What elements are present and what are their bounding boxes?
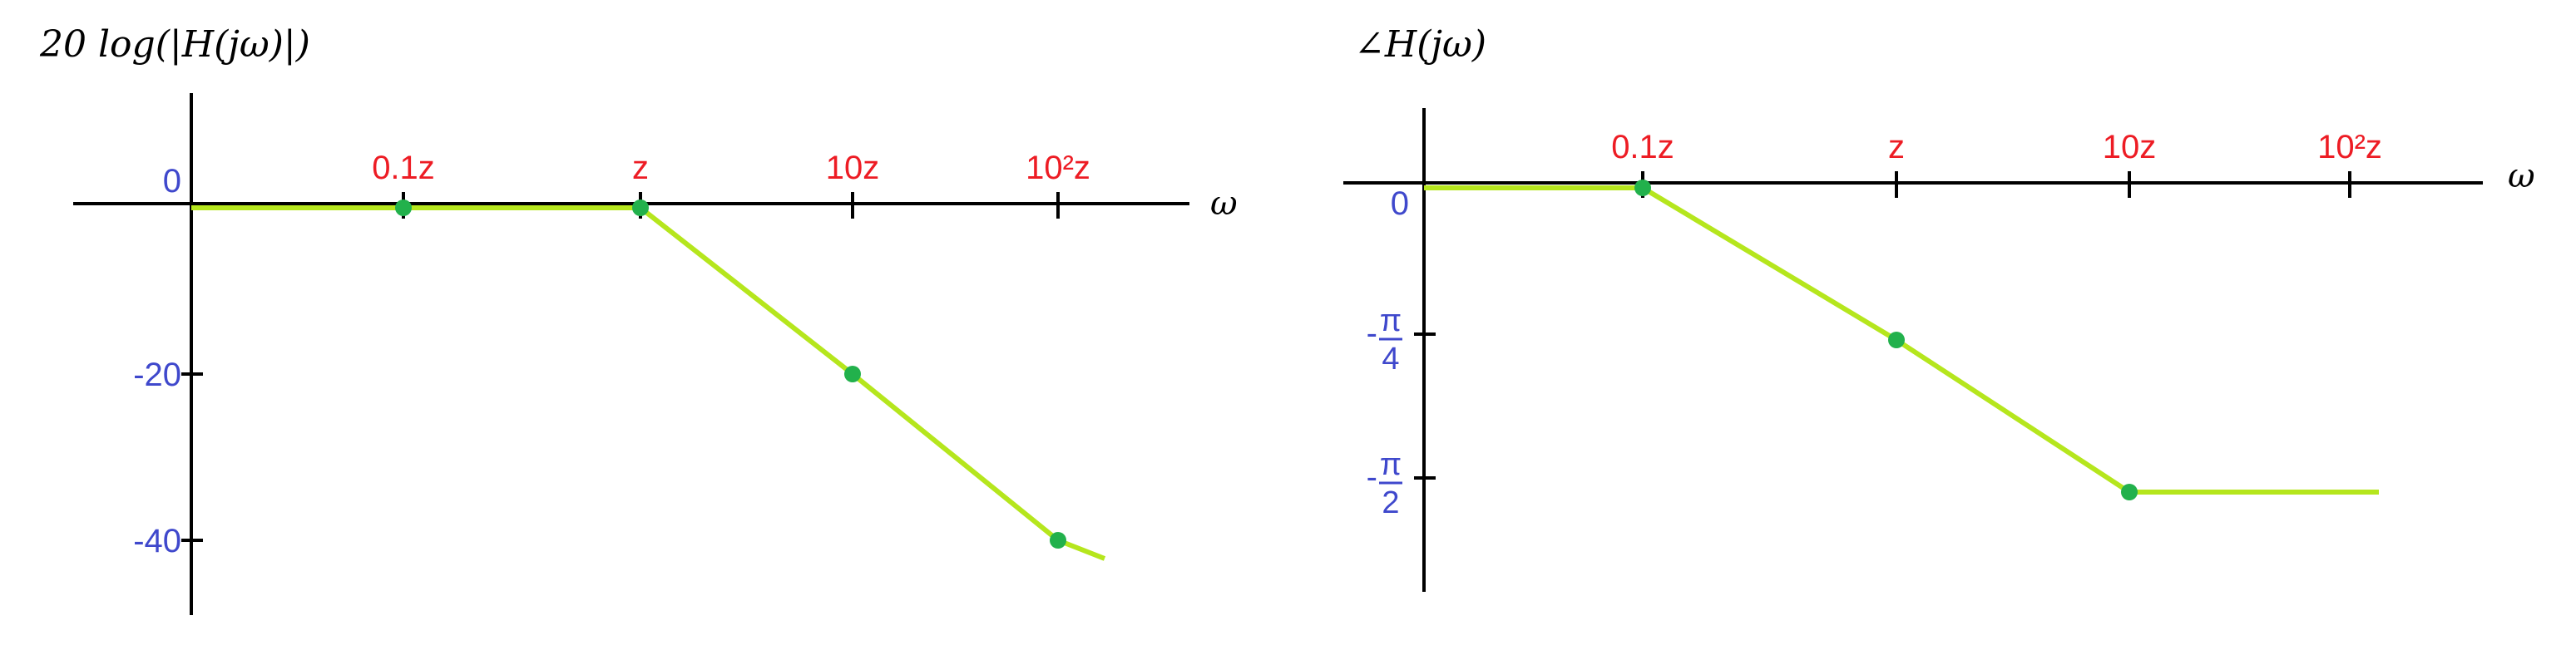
phase-y-tick-label: 0 bbox=[1391, 185, 1409, 222]
magnitude-x-tick-label: 10²z bbox=[1026, 150, 1090, 186]
phase-x-tick-label: 0.1z bbox=[1611, 129, 1674, 165]
magnitude-data-point bbox=[395, 199, 412, 216]
phase-data-point bbox=[2121, 484, 2138, 500]
phase-y-tick-label-num: π bbox=[1380, 447, 1402, 482]
magnitude-data-point bbox=[1050, 532, 1066, 549]
phase-data-point bbox=[1634, 180, 1651, 196]
phase-y-tick-label-sign: - bbox=[1367, 459, 1377, 495]
phase-y-tick-label: -π2 bbox=[1367, 447, 1402, 520]
magnitude-x-tick-label: 10z bbox=[826, 150, 880, 186]
phase-y-tick-label-sign: - bbox=[1367, 315, 1377, 352]
magnitude-data-point bbox=[632, 199, 649, 216]
magnitude-series-line bbox=[191, 205, 1106, 561]
magnitude-x-label: ω bbox=[1210, 185, 1238, 223]
magnitude-y-tick-label: -20 bbox=[133, 357, 181, 393]
phase-y-tick-label: -π 4 bbox=[1367, 303, 1402, 377]
phase-x-tick-label: 10z bbox=[2103, 129, 2157, 165]
magnitude-chart: 20 log(|H(jω)|) ω 0.1z z 10z 10²z 0 -20 -40 bbox=[39, 23, 1238, 615]
phase-y-tick-label-den: 4 bbox=[1382, 342, 1399, 377]
phase-data-point bbox=[1888, 332, 1905, 348]
phase-x-tick-label: z bbox=[1888, 129, 1905, 165]
phase-x-label: ω bbox=[2508, 157, 2535, 195]
phase-x-tick-label: 10²z bbox=[2317, 129, 2382, 165]
phase-y-tick-label-den: 2 bbox=[1382, 485, 1399, 520]
magnitude-x-tick-label: 0.1z bbox=[372, 150, 435, 186]
magnitude-y-tick-label: -40 bbox=[133, 523, 181, 559]
phase-y-tick-label-num: π bbox=[1380, 303, 1402, 338]
magnitude-x-tick-label: z bbox=[632, 150, 649, 186]
magnitude-data-point bbox=[844, 366, 861, 382]
phase-title: ∠H(jω) bbox=[1354, 23, 1486, 66]
magnitude-title: 20 log(|H(jω)|) bbox=[39, 23, 310, 66]
magnitude-y-tick-label: 0 bbox=[163, 163, 181, 199]
